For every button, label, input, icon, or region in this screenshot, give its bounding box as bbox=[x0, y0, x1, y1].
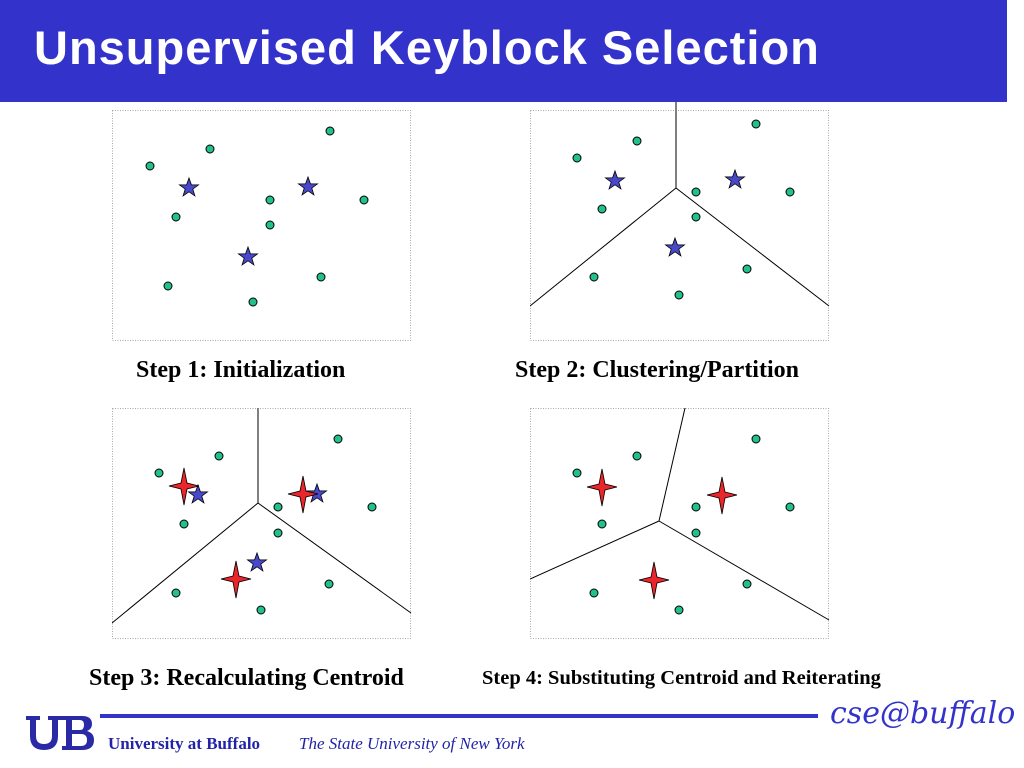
footer-divider bbox=[100, 714, 818, 718]
old-centroid-stars bbox=[187, 482, 328, 572]
ub-logo bbox=[26, 716, 94, 750]
centroids bbox=[586, 468, 738, 600]
new-centroids bbox=[168, 467, 319, 599]
caption-step4: Step 4: Substituting Centroid and Reiter… bbox=[482, 667, 881, 689]
panel-step4 bbox=[530, 408, 830, 639]
partition-lines bbox=[530, 102, 830, 307]
panel-step1 bbox=[112, 110, 411, 341]
panel-step3 bbox=[112, 408, 412, 639]
caption-step2: Step 2: Clustering/Partition bbox=[515, 357, 799, 383]
data-points bbox=[154, 434, 377, 615]
footer-subtitle: The State University of New York bbox=[299, 734, 525, 753]
caption-step1: Step 1: Initialization bbox=[136, 357, 346, 383]
panel-step2 bbox=[530, 102, 830, 341]
partition-lines bbox=[530, 408, 830, 621]
title-bar: Unsupervised Keyblock Selection bbox=[0, 0, 1007, 102]
slide-title: Unsupervised Keyblock Selection bbox=[34, 21, 820, 74]
partition-lines bbox=[112, 408, 412, 624]
cse-buffalo-logo: cse@buffalo bbox=[830, 696, 1016, 731]
data-points bbox=[145, 126, 369, 307]
seed-stars bbox=[604, 168, 746, 257]
caption-step3: Step 3: Recalculating Centroid bbox=[89, 665, 404, 691]
seed-stars bbox=[178, 175, 319, 266]
footer-university: University at Buffalo bbox=[108, 734, 261, 753]
data-points bbox=[572, 434, 795, 615]
data-points bbox=[572, 119, 795, 300]
